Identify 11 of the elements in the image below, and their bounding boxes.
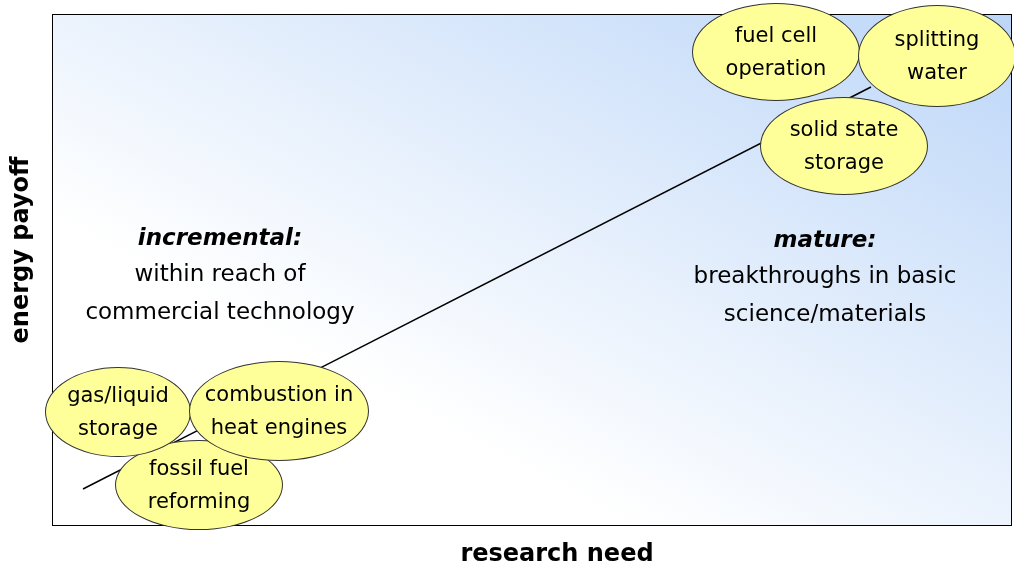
region-heading: incremental: bbox=[136, 223, 304, 252]
region-heading: mature: bbox=[772, 225, 878, 254]
topic-label: solid state storage bbox=[788, 116, 900, 176]
topic-label: splitting water bbox=[893, 26, 981, 86]
topic-label: combustion in heat engines bbox=[204, 381, 354, 441]
topic-label: fuel cell operation bbox=[724, 22, 828, 82]
region-description: within reach of commercial technology bbox=[84, 259, 356, 326]
x-axis-title: research need bbox=[459, 538, 655, 569]
region-description: breakthroughs in basic science/materials bbox=[692, 261, 958, 328]
topic-label: fossil fuel reforming bbox=[146, 455, 252, 515]
y-axis-title: energy payoff bbox=[5, 155, 35, 346]
